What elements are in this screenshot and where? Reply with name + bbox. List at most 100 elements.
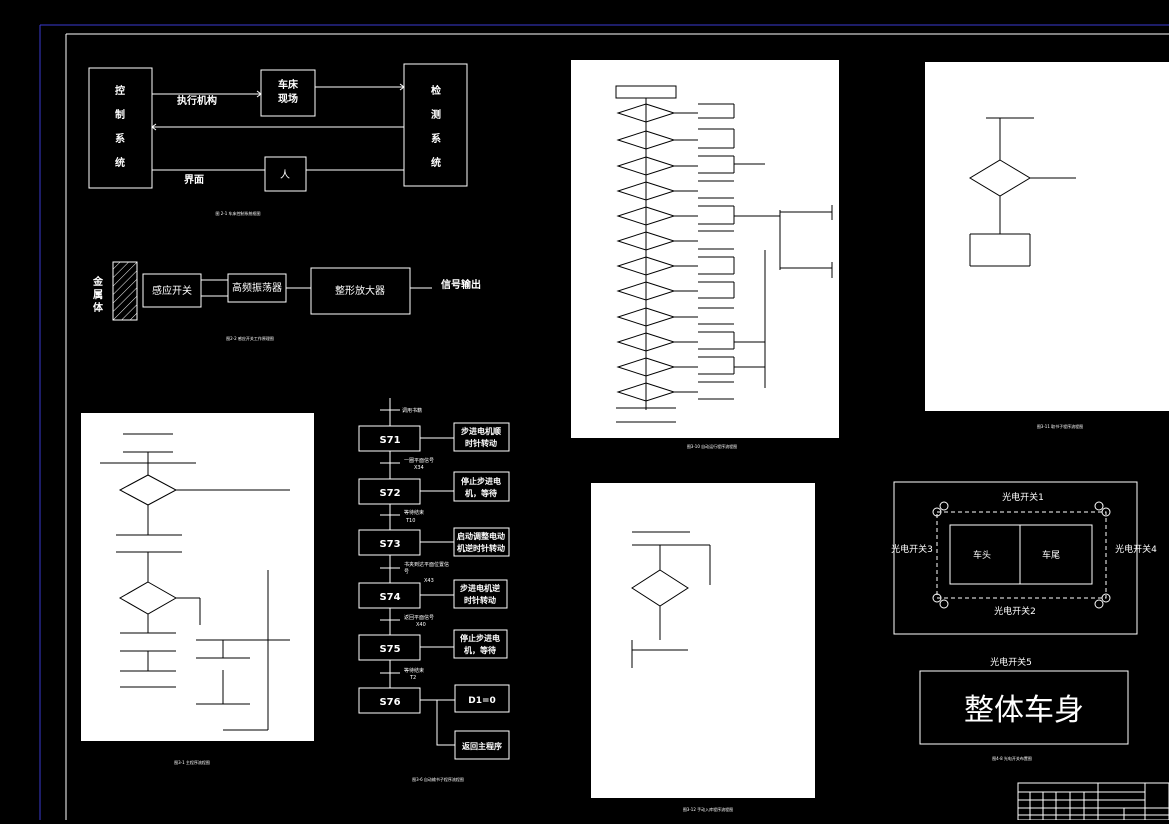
- exec-label: 执行机构: [177, 94, 217, 107]
- detect-char-3: 系: [431, 132, 441, 145]
- transition-4-code: X40: [416, 622, 426, 628]
- figure-caption-2-2: 图2-2 感应开关工作原理图: [226, 335, 274, 341]
- metal-body-hatch: [112, 261, 138, 321]
- detect-char-1: 检: [431, 84, 441, 97]
- transition-3-label: 书夹到达平面位置信: [404, 561, 449, 568]
- amplifier-box: [310, 267, 411, 315]
- figure-caption-3-6: 图3-6 自动输书子程序流程图: [412, 776, 464, 782]
- transition-1-label: 一圈平面信号: [404, 457, 434, 464]
- action-7-label: 返回主程序: [462, 741, 502, 751]
- switch-2-label: 光电开关2: [994, 605, 1036, 617]
- transition-5-label: 等待结束: [404, 667, 424, 674]
- sfc-top-label: 调用书籍: [402, 407, 422, 414]
- white-panel-right: [925, 62, 1169, 411]
- person-box: [264, 156, 307, 192]
- action-4-line-2: 时针转动: [464, 595, 496, 605]
- transition-2-code: T10: [405, 518, 415, 524]
- sheet-border: [39, 24, 1169, 820]
- detect-system-box: [403, 63, 468, 187]
- action-4-line-1: 步进电机逆: [460, 583, 500, 593]
- action-4: [453, 579, 508, 609]
- transition-4-label: 返回平面信号: [404, 614, 434, 621]
- car-body-box: [919, 670, 1129, 745]
- switch-1-label: 光电开关1: [1002, 491, 1044, 503]
- transition-1-code: X34: [414, 465, 424, 471]
- action-2-line-2: 机，等待: [465, 488, 497, 498]
- figure-caption-3-11: 图3-11 取书子程序流程图: [1037, 423, 1083, 429]
- step-s75: [358, 634, 421, 661]
- car-tail-label: 车尾: [1042, 549, 1060, 561]
- step-s75-label: S75: [379, 644, 400, 655]
- step-s76: [358, 687, 421, 714]
- action-1-line-1: 步进电机顺: [461, 426, 501, 436]
- control-char-4: 统: [115, 156, 125, 169]
- photo-frame: [893, 481, 1138, 635]
- lathe-site-box: [260, 69, 316, 117]
- figure-caption-3-10: 图3-10 自动运行程序流程图: [687, 443, 737, 449]
- action-1-line-2: 时针转动: [465, 438, 497, 448]
- sensor-label: 感应开关: [152, 284, 192, 297]
- fetch-book-flowchart: 图3-11 取书子程序流程图: [925, 62, 1169, 429]
- white-panel-left: [81, 413, 314, 741]
- photoelectric-layout: 车头 车尾 光电开关1 光电开关2 光电开关3 光电开关4 光电开关5 整体车身…: [891, 481, 1157, 761]
- manual-store-flowchart: 图3-12 手动入库程序流程图: [591, 483, 815, 812]
- sensor-box: [142, 273, 202, 308]
- sfc-chart: 调用书籍 S71 S72 S73 S74 S75 S76 一圈平面信号 X34 …: [358, 398, 510, 782]
- action-7: [454, 730, 510, 760]
- step-s74-label: S74: [379, 592, 400, 603]
- action-5-line-2: 机，等待: [464, 645, 496, 655]
- oscillator-label: 高频振荡器: [232, 281, 282, 294]
- action-5: [453, 629, 508, 659]
- switch-4-label: 光电开关4: [1115, 543, 1157, 555]
- metal-char-3: 体: [93, 301, 104, 314]
- amplifier-label: 整形放大器: [335, 284, 385, 297]
- person-label: 人: [280, 169, 290, 181]
- control-char-3: 系: [115, 132, 125, 145]
- interface-label: 界面: [184, 174, 204, 186]
- step-s76-label: S76: [379, 697, 400, 708]
- switch-3-label: 光电开关3: [891, 543, 933, 555]
- figure-caption-4-8: 图4-8 光电开关布置图: [992, 755, 1032, 761]
- metal-char-2: 属: [93, 289, 103, 301]
- control-char-1: 控: [115, 84, 125, 97]
- step-s71: [358, 425, 421, 452]
- action-5-line-1: 停止步进电: [460, 633, 500, 643]
- step-s73-label: S73: [379, 539, 400, 550]
- step-s71-label: S71: [379, 435, 400, 446]
- dashed-path: [936, 511, 1107, 599]
- detect-char-2: 测: [431, 108, 441, 121]
- control-char-2: 制: [115, 108, 125, 121]
- action-3: [453, 527, 510, 557]
- action-2: [453, 471, 510, 502]
- action-6: [454, 684, 510, 713]
- main-program-flowchart: 图3-1 主程序流程图: [81, 413, 314, 765]
- action-2-line-1: 停止步进电: [461, 476, 501, 486]
- transition-3-code: X43: [424, 578, 434, 584]
- car-outline: [949, 524, 1093, 585]
- step-s74: [358, 582, 421, 609]
- control-system-box: [88, 67, 153, 189]
- action-3-line-1: 启动调整电动: [457, 531, 505, 541]
- white-panel-bottom: [591, 483, 815, 798]
- signal-output-label: 信号输出: [441, 278, 481, 291]
- action-3-line-2: 机逆时针转动: [457, 543, 505, 553]
- metal-char-1: 金: [92, 275, 104, 288]
- transition-5-code: T2: [409, 675, 416, 681]
- car-body-label: 整体车身: [964, 693, 1084, 728]
- detect-char-4: 统: [431, 156, 441, 169]
- lathe-label-2: 现场: [278, 92, 298, 105]
- step-s73: [358, 529, 421, 556]
- step-s72: [358, 478, 421, 505]
- auto-run-flowchart: 图3-10 自动运行程序流程图: [571, 60, 839, 449]
- step-s72-label: S72: [379, 488, 400, 499]
- transition-3-label-2: 号: [404, 569, 409, 575]
- car-head-label: 车头: [973, 549, 991, 561]
- action-6-label: D1=0: [468, 696, 496, 706]
- action-1: [453, 422, 510, 452]
- switch-5-label: 光电开关5: [990, 656, 1032, 668]
- title-block: [1017, 782, 1169, 821]
- figure-caption-3-12: 图3-12 手动入库程序流程图: [683, 806, 733, 812]
- transition-2-label: 等待结束: [404, 509, 424, 516]
